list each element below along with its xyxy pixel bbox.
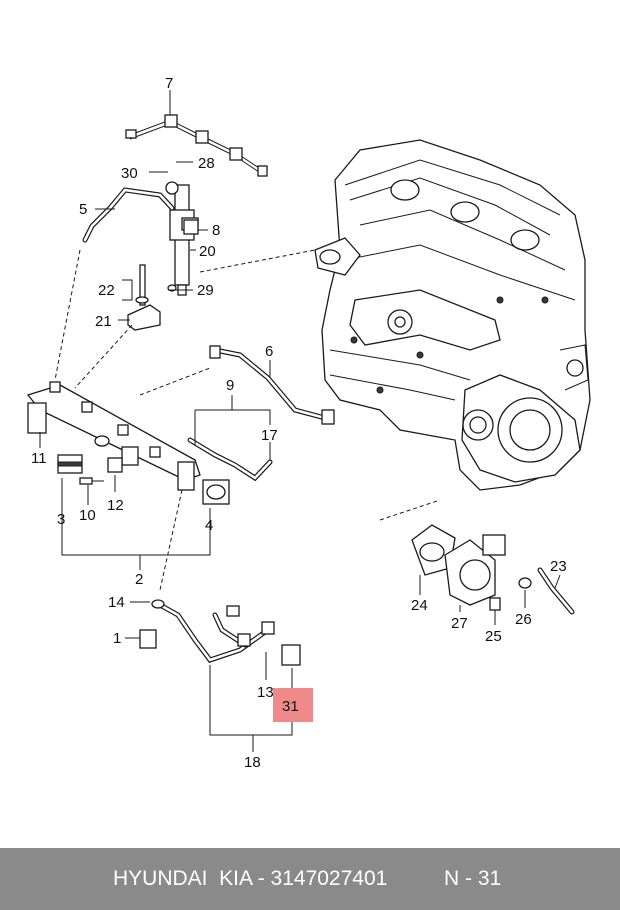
thermostat-housing: [411, 524, 575, 615]
callout-21: 21: [95, 313, 112, 330]
callout-2: 2: [135, 571, 143, 588]
callout-30: 30: [121, 165, 138, 182]
common-rail: [26, 381, 201, 491]
engine-block: [314, 139, 591, 491]
fuel-feed-pipe: [139, 599, 301, 666]
pressure-regulator: [202, 479, 230, 505]
dashed-guides: [54, 249, 441, 591]
callout-3: 3: [57, 511, 65, 528]
callout-5: 5: [79, 201, 87, 218]
pressure-sensor: [57, 454, 83, 474]
callout-11: 11: [31, 450, 47, 467]
footer-bar: HYUNDAI KIA - 3147027401 N - 31: [0, 848, 620, 910]
callout-7: 7: [165, 75, 173, 92]
callout-14: 14: [108, 594, 125, 611]
footer-part-number: HYUNDAI KIA - 3147027401: [113, 867, 388, 890]
high-pressure-pipe: [187, 345, 335, 482]
callout-labels: 7 30 28 5 8 20 22 29 21 6 9 17 11 12 10 …: [31, 75, 567, 771]
parts-diagram: 7 30 28 5 8 20 22 29 21 6 9 17 11 12 10 …: [26, 75, 591, 771]
callout-9: 9: [226, 377, 234, 394]
bolts: [79, 219, 199, 485]
callout-10: 10: [79, 507, 96, 524]
callout-6: 6: [265, 343, 273, 360]
callout-22: 22: [98, 282, 115, 299]
callout-23: 23: [550, 558, 567, 575]
callout-26: 26: [515, 611, 532, 628]
callout-28: 28: [198, 155, 215, 172]
highlight-box-31: [273, 688, 313, 722]
injector: [165, 181, 199, 296]
callout-12: 12: [107, 497, 124, 514]
callout-20: 20: [199, 243, 216, 260]
injector-pipe: [82, 187, 175, 243]
callout-8: 8: [212, 222, 220, 239]
footer-reference: N - 31: [444, 867, 502, 890]
callout-18: 18: [244, 754, 261, 771]
leader-lines: [39, 161, 561, 752]
callout-4: 4: [205, 517, 213, 534]
callout-25: 25: [485, 628, 502, 645]
callout-17: 17: [261, 427, 278, 444]
callout-1: 1: [113, 630, 121, 647]
callout-24: 24: [411, 597, 428, 614]
callout-13: 13: [257, 684, 274, 701]
callout-27: 27: [451, 615, 468, 632]
fuel-return-line: [125, 90, 268, 177]
callout-29: 29: [197, 282, 214, 299]
callout-31: 31: [282, 698, 299, 715]
injector-clamp: [127, 264, 177, 331]
